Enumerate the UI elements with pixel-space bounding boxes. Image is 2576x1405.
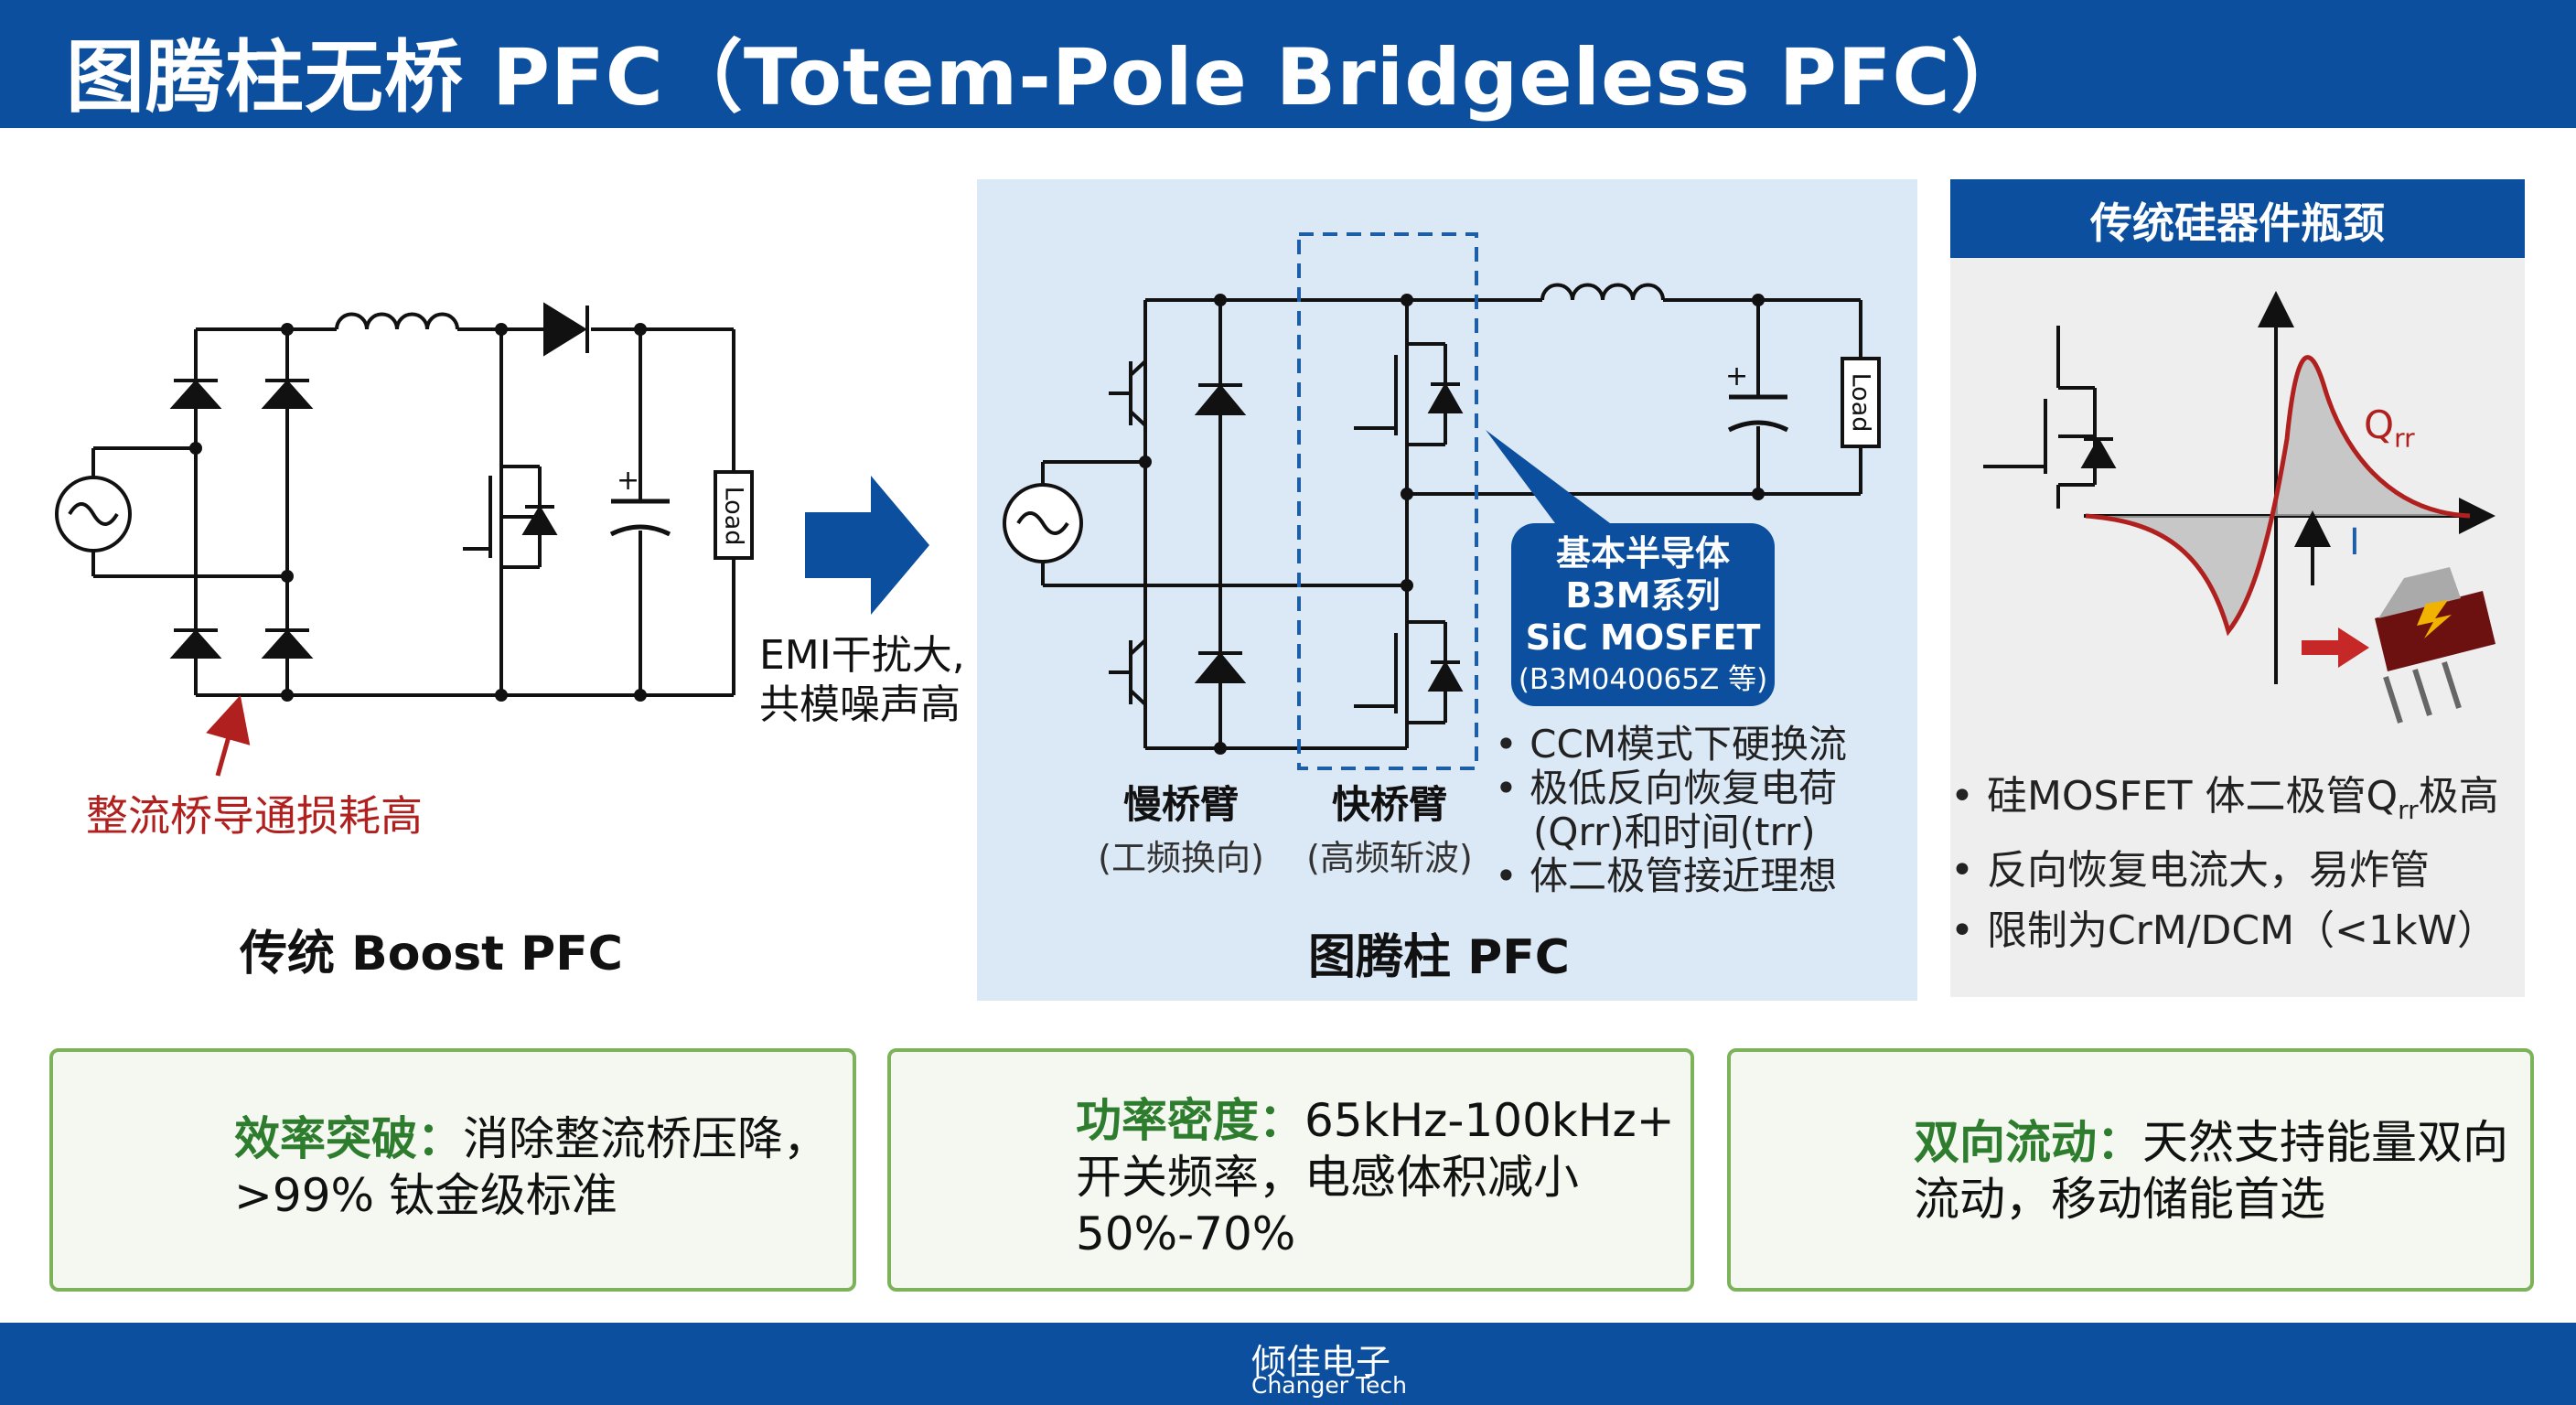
page-title: 图腾柱无桥 PFC（Totem-Pole Bridgeless PFC）: [66, 32, 2031, 123]
boost-mosfet-icon: [463, 465, 558, 569]
feature-card-efficiency: [49, 1048, 856, 1292]
feature-body: 50%-70%: [1076, 1207, 1296, 1260]
qrr-label: Qrr: [2364, 402, 2415, 454]
qrr-current-curve: [2085, 355, 2471, 637]
feature-title: 功率密度：: [1076, 1094, 1304, 1147]
feature-power-density-text: 功率密度：65kHz-100kHz+ 开关频率，电感体积减小 50%-70%: [1076, 1092, 1680, 1262]
footer-company-cn: 倾佳电子: [1251, 1342, 1391, 1382]
slow-leg-switches: [1109, 359, 1147, 706]
boost-title: 传统 Boost PFC: [240, 927, 623, 981]
bottleneck-bullets: • 硅MOSFET 体二极管Qrr极高 • 反向恢复电流大，易炸管 • 限制为C…: [1950, 767, 2499, 961]
emi-note: EMI干扰大, 共模噪声高: [759, 631, 965, 730]
problem-label: 整流桥导通损耗高: [86, 791, 423, 841]
burnt-transistor-icon: [2375, 567, 2496, 724]
totem-bullet: • 体二极管接近理想: [1495, 853, 1838, 898]
emi-note-line1: EMI干扰大,: [759, 632, 965, 679]
si-body-diode-icon: [2080, 436, 2117, 468]
callout-line3: SiC MOSFET: [1525, 617, 1761, 658]
slow-leg-diodes: [1194, 383, 1247, 683]
bottleneck-bullet: • 硅MOSFET 体二极管Qrr极高: [1950, 773, 2499, 825]
footer-bar: [0, 1323, 2576, 1405]
totem-load-label: Load: [1846, 372, 1875, 433]
fast-leg-desc: (高频斩波): [1306, 838, 1473, 878]
callout-line1: 基本半导体: [1555, 533, 1730, 574]
callout-pointer: [1486, 430, 1610, 523]
footer-company-en: Changer Tech: [1251, 1372, 1407, 1399]
feature-card-bidirectional: [1727, 1048, 2534, 1292]
feature-efficiency-text: 效率突破：消除整流桥压降， >99% 钛金级标准: [234, 1110, 838, 1224]
fast-leg-highlight-box: [1297, 232, 1478, 770]
problem-arrow: [206, 694, 251, 777]
totem-bullets: • CCM模式下硬换流 • 极低反向恢复电荷 (Qrr)和时间(trr) • 体…: [1495, 723, 1847, 898]
feature-body: 65kHz-100kHz+: [1304, 1094, 1675, 1147]
feature-body: 开关频率，电感体积减小: [1076, 1151, 1579, 1204]
totem-junctions: [1139, 294, 1765, 755]
feature-title: 效率突破：: [234, 1112, 463, 1165]
totem-capacitor-icon: [1727, 394, 1789, 433]
feature-body: 流动，移动储能首选: [1914, 1173, 2325, 1226]
totem-bullet: (Qrr)和时间(trr): [1533, 810, 1816, 854]
totem-bullet: • CCM模式下硬换流: [1495, 722, 1848, 767]
boost-pfc-circuit: [55, 312, 754, 697]
si-mosfet-icon: [1983, 326, 2097, 509]
feature-title: 双向流动：: [1914, 1116, 2142, 1169]
fast-leg-name: 快桥臂: [1331, 782, 1447, 827]
callout-line2: B3M系列: [1565, 575, 1721, 616]
totem-load-box: Load: [1844, 364, 1877, 441]
current-label: I: [2349, 521, 2360, 563]
slow-leg-name: 慢桥臂: [1122, 782, 1239, 827]
totem-bullet: • 极低反向恢复电荷: [1495, 766, 1838, 810]
callout-line4: (B3M040065Z 等): [1518, 663, 1768, 696]
transition-arrow-icon: [805, 476, 929, 615]
boost-cap-plus: +: [617, 465, 640, 497]
emi-note-line2: 共模噪声高: [759, 681, 961, 728]
bottleneck-bullet: • 限制为CrM/DCM（<1kW）: [1950, 906, 2497, 954]
boost-load-label: Load: [719, 486, 748, 546]
feature-body: 消除整流桥压降，: [463, 1112, 829, 1165]
title-bar: [0, 0, 2576, 128]
fast-leg-mosfets: [1354, 342, 1447, 724]
bottleneck-bullet: • 反向恢复电流大，易炸管: [1950, 846, 2430, 894]
boost-load-box: Load: [717, 477, 750, 554]
bottleneck-header: [1950, 179, 2525, 258]
fast-leg-label: 快桥臂 (高频斩波): [1293, 774, 1486, 880]
sic-callout-box: [1511, 523, 1775, 706]
boost-bridge-diodes: [169, 302, 589, 659]
sic-callout-text: 基本半导体 B3M系列 SiC MOSFET (B3M040065Z 等): [1511, 532, 1775, 701]
fast-leg-body-diodes: [1427, 381, 1464, 692]
feature-body: 天然支持能量双向: [2142, 1116, 2508, 1169]
boost-capacitor-icon: [609, 499, 671, 537]
totem-cap-plus: +: [1725, 360, 1749, 392]
feature-card-power-density: [887, 1048, 1694, 1292]
bottleneck-title: 传统硅器件瓶颈: [2090, 198, 2385, 248]
boost-junctions: [189, 323, 647, 702]
feature-bidirectional-text: 双向流动：天然支持能量双向 流动，移动储能首选: [1914, 1114, 2517, 1228]
feature-body: >99% 钛金级标准: [234, 1169, 617, 1222]
totem-title: 图腾柱 PFC: [1308, 930, 1570, 985]
slow-leg-label: 慢桥臂 (工频换向): [1085, 774, 1277, 880]
failure-arrow-icon: [2302, 627, 2369, 668]
slow-leg-desc: (工频换向): [1098, 838, 1264, 878]
